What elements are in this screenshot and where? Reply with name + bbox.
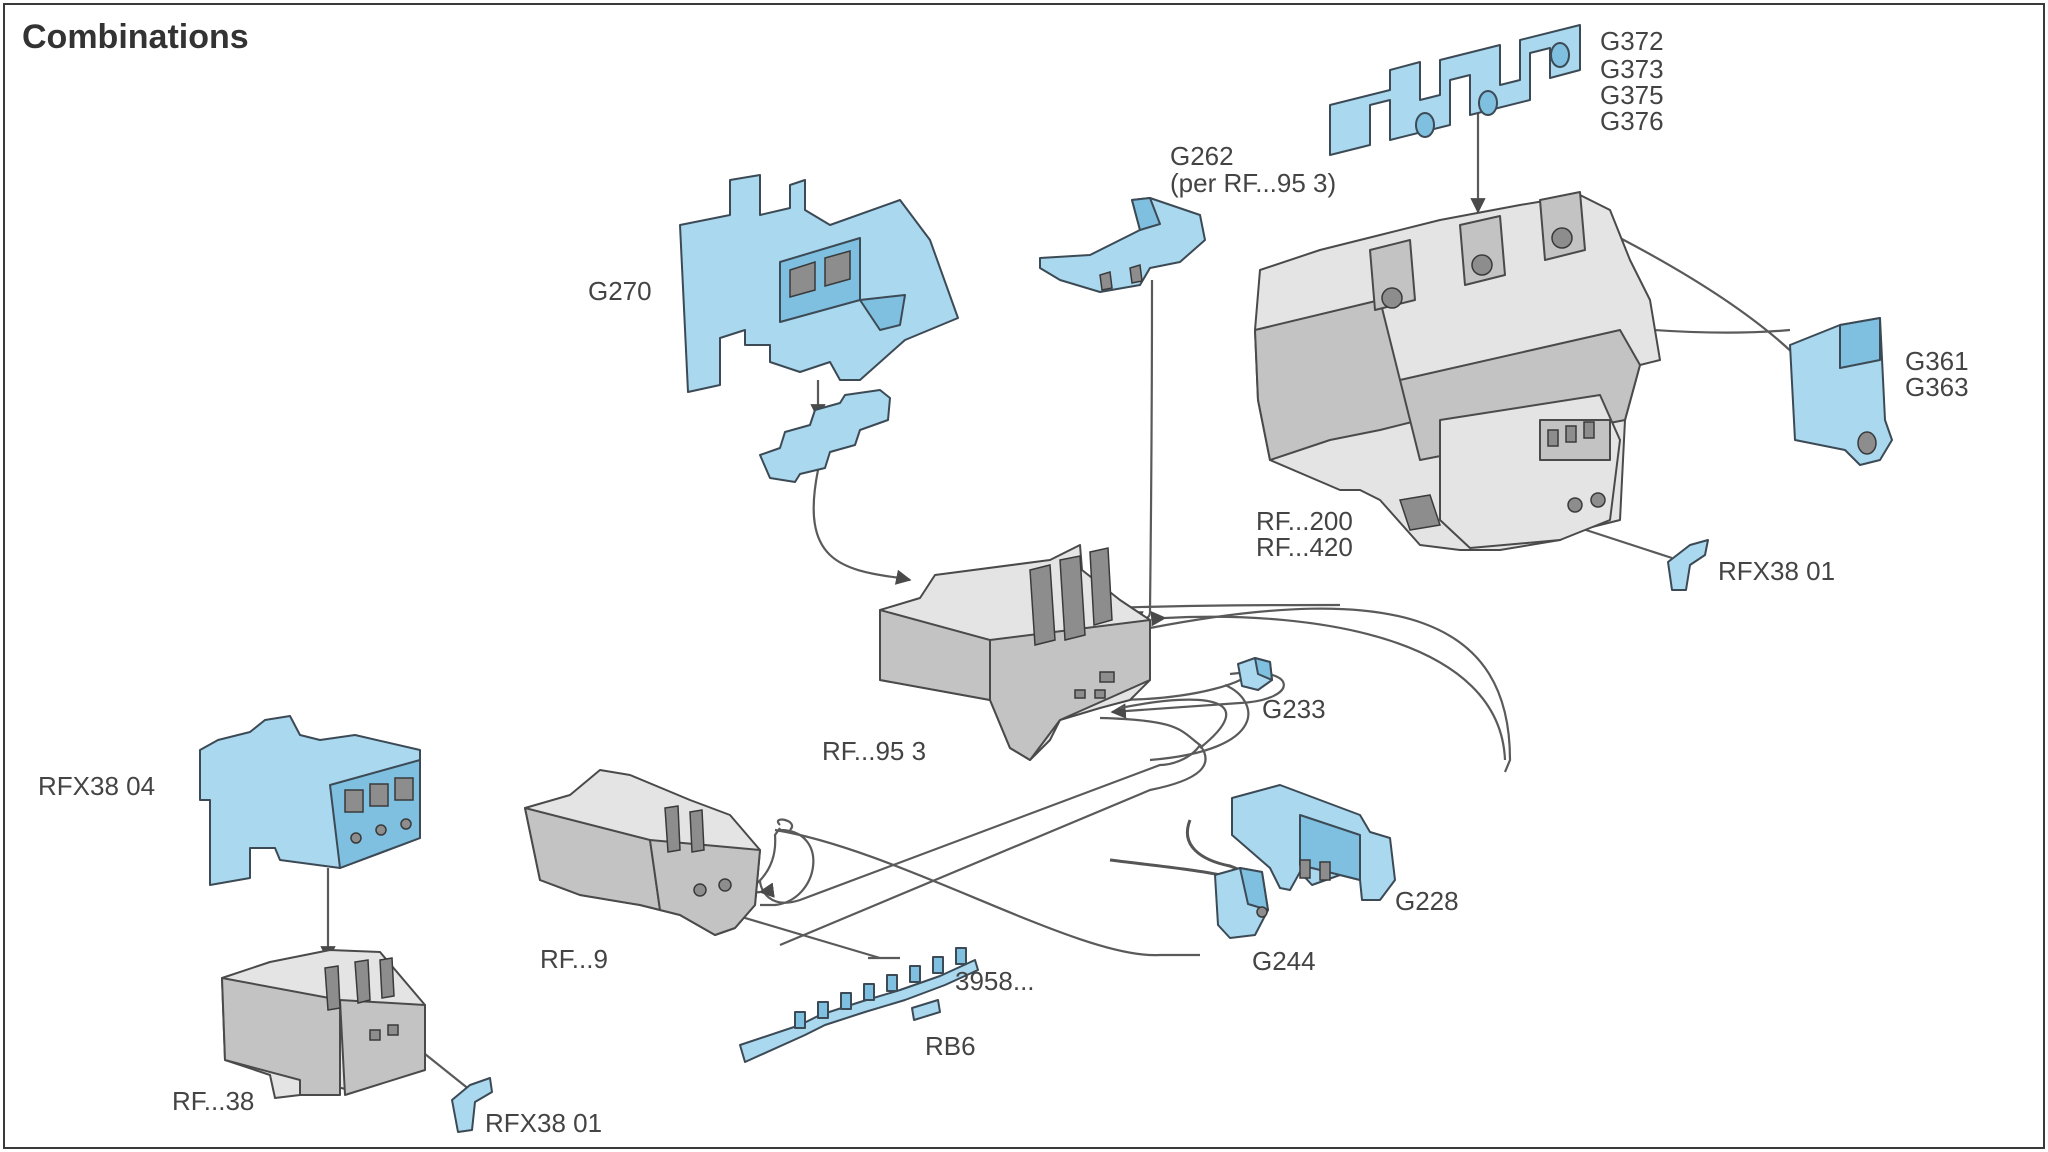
label-g262-note: (per RF...95 3)	[1170, 168, 1336, 198]
label-g363: G363	[1905, 372, 1969, 402]
page-title: Combinations	[22, 18, 249, 56]
g244-accessory	[1109, 819, 1269, 939]
rfx3804-mounting-adapter	[199, 715, 421, 886]
g270-comb-strip	[759, 389, 891, 483]
rf200-overload-relay	[1254, 191, 1661, 551]
label-rfx3804: RFX38 04	[38, 771, 155, 801]
label-rb6: RB6	[925, 1031, 976, 1061]
3958-comb-busbar	[739, 947, 979, 1063]
g361-terminal-shroud	[1789, 317, 1893, 466]
g262-terminal-cover	[1039, 197, 1206, 293]
label-g270: G270	[588, 276, 652, 306]
label-g372: G372	[1600, 26, 1664, 56]
rf9-overload-relay	[524, 769, 761, 936]
label-g244: G244	[1252, 946, 1316, 976]
rf38-overload-relay	[221, 949, 426, 1099]
label-rf38: RF...38	[172, 1086, 254, 1116]
rfx3801-top-tag	[1667, 539, 1709, 591]
page-frame	[3, 3, 2045, 1149]
g372-busbar-set	[1329, 24, 1581, 156]
label-g375: G375	[1600, 80, 1664, 110]
g270-mounting-adapter	[679, 174, 959, 393]
g233-accessory	[1237, 657, 1273, 691]
rf953-overload-relay	[879, 544, 1151, 761]
rb6-accessory	[911, 999, 941, 1021]
label-g376: G376	[1600, 106, 1664, 136]
label-g228: G228	[1395, 886, 1459, 916]
label-rf420: RF...420	[1256, 532, 1353, 562]
g228-accessory	[1231, 784, 1396, 901]
label-3958: 3958...	[955, 966, 1035, 996]
label-rf9: RF...9	[540, 944, 608, 974]
label-g262: G262	[1170, 141, 1234, 171]
label-g361: G361	[1905, 346, 1969, 376]
label-g233: G233	[1262, 694, 1326, 724]
label-rf953: RF...95 3	[822, 736, 926, 766]
label-rfx3801-bottom: RFX38 01	[485, 1108, 602, 1138]
rfx3801-bottom-tag	[451, 1077, 493, 1133]
label-g373: G373	[1600, 54, 1664, 84]
label-rf200: RF...200	[1256, 506, 1353, 536]
label-rfx3801-top: RFX38 01	[1718, 556, 1835, 586]
